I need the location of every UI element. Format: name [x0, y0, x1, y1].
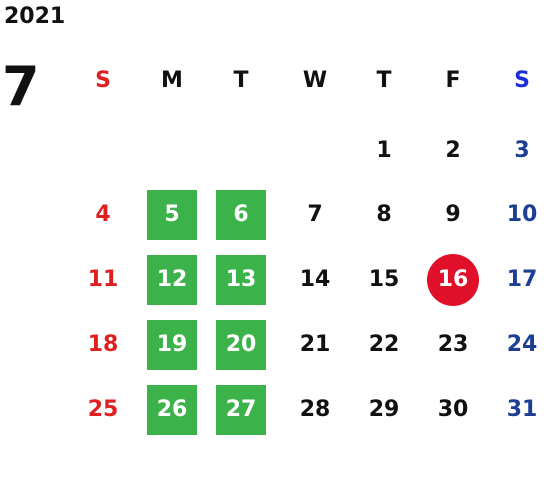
- calendar-day-18[interactable]: 18: [87, 332, 119, 357]
- calendar-day-27[interactable]: 27: [216, 385, 266, 435]
- calendar-day-25[interactable]: 25: [87, 397, 119, 422]
- weekday-header-wed: W: [302, 68, 328, 93]
- calendar-day-22[interactable]: 22: [368, 332, 400, 357]
- calendar-day-3[interactable]: 3: [514, 138, 530, 163]
- calendar-day-13[interactable]: 13: [216, 255, 266, 305]
- calendar-day-8[interactable]: 8: [376, 202, 392, 227]
- calendar-day-6[interactable]: 6: [216, 190, 266, 240]
- calendar-day-1[interactable]: 1: [376, 138, 392, 163]
- calendar-day-4[interactable]: 4: [95, 202, 111, 227]
- calendar-day-15[interactable]: 15: [368, 267, 400, 292]
- calendar-day-29[interactable]: 29: [368, 397, 400, 422]
- weekday-header-fri: F: [445, 68, 461, 93]
- weekday-header-tue: T: [233, 68, 249, 93]
- calendar-day-28[interactable]: 28: [299, 397, 331, 422]
- weekday-header-thu: T: [376, 68, 392, 93]
- calendar-day-9[interactable]: 9: [445, 202, 461, 227]
- calendar-day-31[interactable]: 31: [506, 397, 538, 422]
- calendar-day-26[interactable]: 26: [147, 385, 197, 435]
- month-label: 7: [2, 55, 40, 118]
- calendar-day-24[interactable]: 24: [506, 332, 538, 357]
- weekday-header-mon: M: [161, 68, 183, 93]
- calendar-day-7[interactable]: 7: [307, 202, 323, 227]
- calendar-day-12[interactable]: 12: [147, 255, 197, 305]
- calendar-day-14[interactable]: 14: [299, 267, 331, 292]
- calendar-day-19[interactable]: 19: [147, 320, 197, 370]
- calendar-day-21[interactable]: 21: [299, 332, 331, 357]
- calendar-day-11[interactable]: 11: [87, 267, 119, 292]
- calendar-day-17[interactable]: 17: [506, 267, 538, 292]
- calendar-day-30[interactable]: 30: [437, 397, 469, 422]
- calendar-day-10[interactable]: 10: [506, 202, 538, 227]
- calendar-day-5[interactable]: 5: [147, 190, 197, 240]
- year-label: 2021: [4, 4, 66, 29]
- calendar-day-2[interactable]: 2: [445, 138, 461, 163]
- calendar-day-23[interactable]: 23: [437, 332, 469, 357]
- weekday-header-sat: S: [514, 68, 530, 93]
- weekday-header-sun: S: [95, 68, 111, 93]
- calendar-day-16[interactable]: 16: [427, 254, 479, 306]
- calendar-day-20[interactable]: 20: [216, 320, 266, 370]
